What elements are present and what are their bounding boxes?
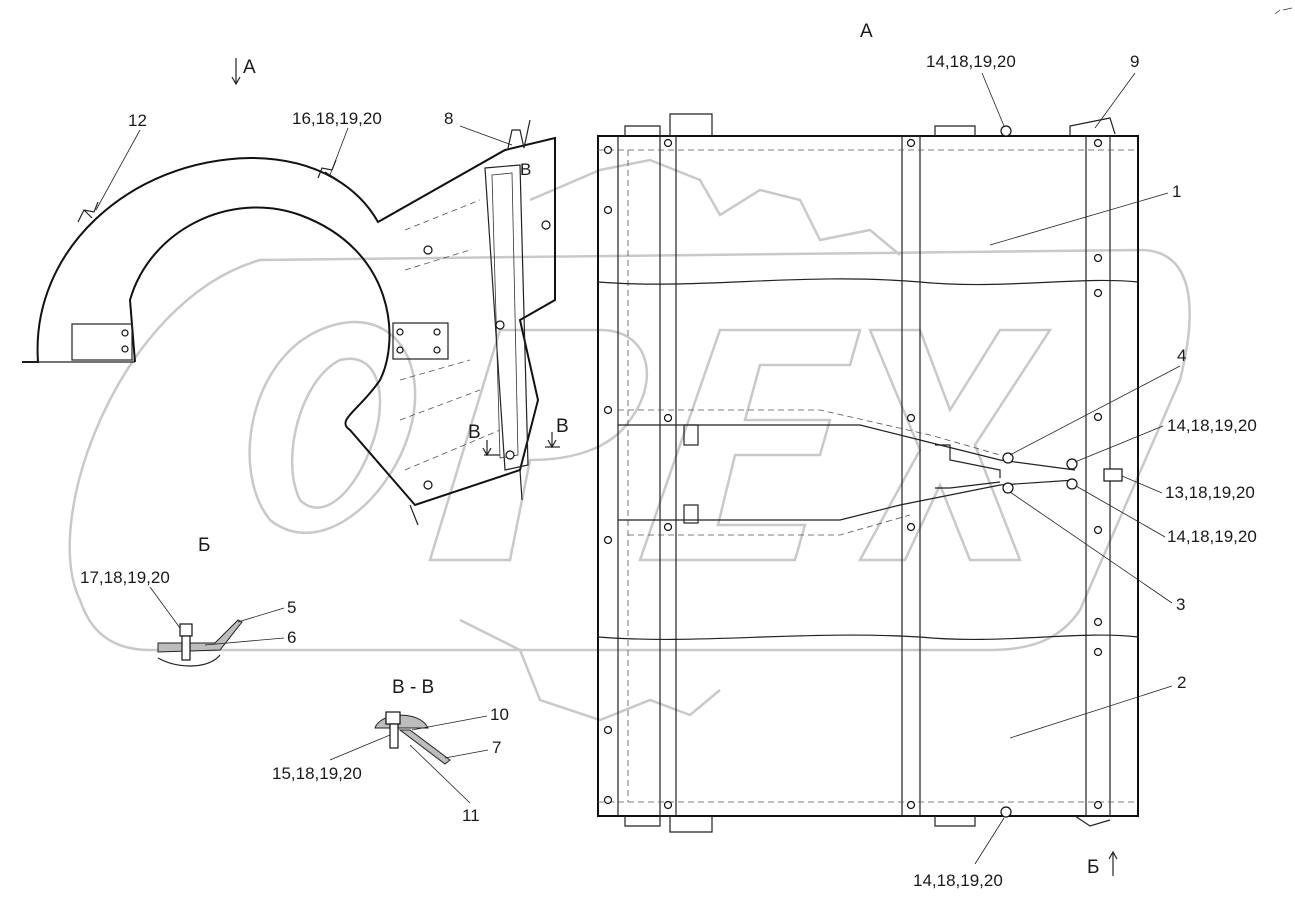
view-a-arrow-label: A [243, 57, 256, 78]
callout-11: 11 [462, 806, 480, 825]
callout-1: 1 [1172, 182, 1181, 201]
front-frame [597, 135, 1139, 817]
center-rail [901, 135, 921, 817]
detail-b: Б 17,18,19,20 5 6 [80, 535, 296, 667]
left-callouts: 12 16,18,19,20 8 [95, 109, 513, 211]
callout-7: 7 [492, 738, 501, 757]
callout-16: 16,18,19,20 [292, 109, 382, 128]
view-a-arrow: A [231, 57, 256, 86]
watermark-logo: OPEX [68, 158, 1191, 722]
callout-2: 2 [1177, 673, 1186, 692]
callout-4: 4 [1177, 346, 1186, 365]
callout-14-mid: 14,18,19,20 [1167, 416, 1257, 435]
callout-14-top: 14,18,19,20 [926, 52, 1016, 71]
section-title: В - В [392, 677, 434, 698]
mounting-bracket-mid [392, 322, 449, 360]
section-arrows: В В [468, 416, 569, 457]
callout-3: 3 [1176, 595, 1185, 614]
watermark-text: OPEX [600, 519, 603, 521]
callout-15: 15,18,19,20 [272, 764, 362, 783]
view-b-arrow-label: Б [1087, 857, 1099, 878]
side-view-cover: В [22, 119, 556, 526]
callout-13: 13,18,19,20 [1165, 483, 1255, 502]
section-label-left: В [468, 422, 481, 443]
callout-10: 10 [490, 705, 509, 724]
side-panel-strip [484, 164, 529, 471]
front-view-a: A [597, 21, 1139, 833]
callout-9: 9 [1130, 52, 1139, 71]
callout-17: 17,18,19,20 [80, 568, 170, 587]
section-label-right: В [556, 416, 569, 437]
left-rail [659, 135, 677, 817]
view-b-label: Б [198, 535, 210, 556]
section-vv-cap [374, 714, 429, 729]
view-a-title: A [860, 21, 873, 42]
mounting-bracket-left [71, 323, 133, 361]
callout-14-low: 14,18,19,20 [1167, 527, 1257, 546]
corner-mark [1274, 7, 1293, 15]
section-vv: В - В 10 7 15,18,19,20 11 [272, 677, 509, 825]
callout-8: 8 [444, 109, 453, 128]
right-callouts: 14,18,19,20 9 1 4 14,18,19,20 13,18,19,2… [913, 52, 1257, 890]
callout-12: 12 [128, 111, 147, 130]
callout-5: 5 [287, 598, 296, 617]
small-mark-label: В [520, 160, 531, 179]
callout-6: 6 [287, 628, 296, 647]
view-b-arrow [1108, 850, 1118, 876]
callout-14-bottom: 14,18,19,20 [913, 871, 1003, 890]
detail-b-section [157, 619, 243, 653]
